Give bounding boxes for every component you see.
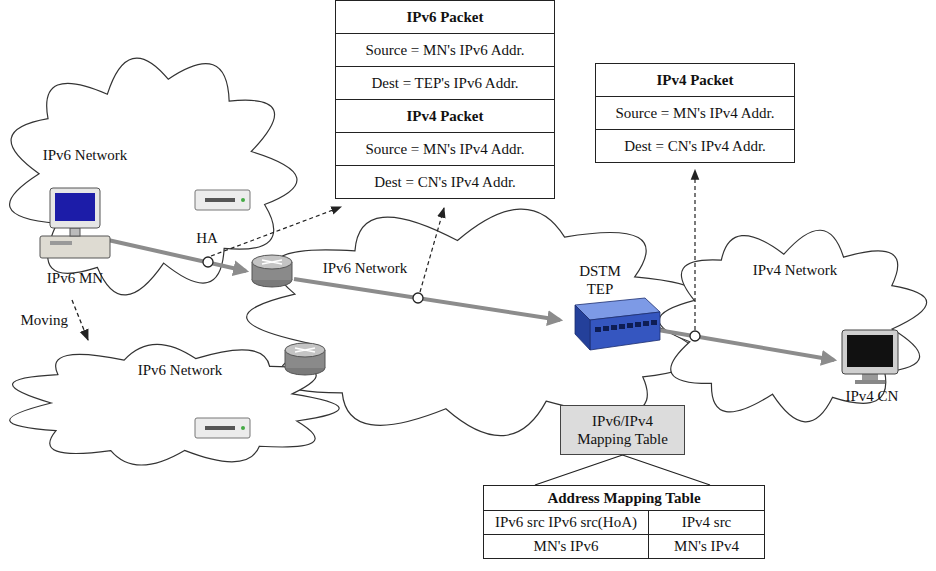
- packet-title: IPv4 Packet: [336, 100, 554, 132]
- packet-box: IPv4 PacketSource = MN's IPv4 Addr.Dest …: [335, 99, 555, 199]
- packet-field: Dest = CN's IPv4 Addr.: [336, 165, 554, 198]
- network-cloud: IPv6 Network: [0, 340, 345, 470]
- cloud-outline: [0, 340, 345, 470]
- device-label: HA: [196, 229, 218, 247]
- packet-field: Dest = TEP's IPv6 Addr.: [336, 66, 554, 99]
- packet-title: IPv4 Packet: [596, 64, 794, 96]
- packet-box: IPv6 PacketSource = MN's IPv6 Addr.Dest …: [335, 0, 555, 100]
- box-label: IPv6/IPv4 Mapping Table: [569, 412, 676, 448]
- cloud-outline: [0, 50, 300, 300]
- network-cloud: IPv6 Network: [0, 50, 300, 300]
- network-name: IPv6 Network: [323, 259, 408, 277]
- packet-field: Source = MN's IPv4 Addr.: [336, 132, 554, 165]
- table-title: Address Mapping Table: [484, 486, 764, 511]
- network-name: IPv6 Network: [138, 361, 223, 379]
- address-table: Address Mapping TableIPv6 src IPv6 src(H…: [483, 485, 765, 559]
- packet-box: IPv4 PacketSource = MN's IPv4 Addr.Dest …: [595, 63, 795, 163]
- packet-field: Source = MN's IPv4 Addr.: [596, 96, 794, 129]
- connector: [72, 300, 88, 340]
- mn-computer: [40, 188, 110, 258]
- table-cell: MN's IPv6: [484, 535, 649, 558]
- table-grid: IPv6 src IPv6 src(HoA)IPv4 srcMN's IPv6M…: [484, 511, 764, 558]
- device-label: IPv4 CN: [846, 387, 899, 405]
- packet-title: IPv6 Packet: [336, 1, 554, 33]
- table-cell: IPv6 src IPv6 src(HoA): [484, 511, 649, 535]
- network-name: IPv4 Network: [753, 261, 838, 279]
- table-cell: MN's IPv4: [649, 535, 764, 558]
- packet-field: Dest = CN's IPv4 Addr.: [596, 129, 794, 162]
- router: [252, 255, 292, 287]
- table-cell: IPv4 src: [649, 511, 764, 535]
- mapping-table-box: IPv6/IPv4 Mapping Table: [560, 405, 685, 455]
- device-label: IPv6 MN: [47, 269, 103, 287]
- edge-label: Moving: [18, 311, 70, 329]
- connector: [535, 455, 710, 485]
- device-label: DSTM TEP: [579, 262, 621, 298]
- network-name: IPv6 Network: [43, 146, 128, 164]
- ha-server: [195, 190, 250, 210]
- packet-field: Source = MN's IPv6 Addr.: [336, 33, 554, 66]
- server: [195, 418, 250, 438]
- tep-switch: [575, 298, 660, 350]
- router: [285, 343, 325, 375]
